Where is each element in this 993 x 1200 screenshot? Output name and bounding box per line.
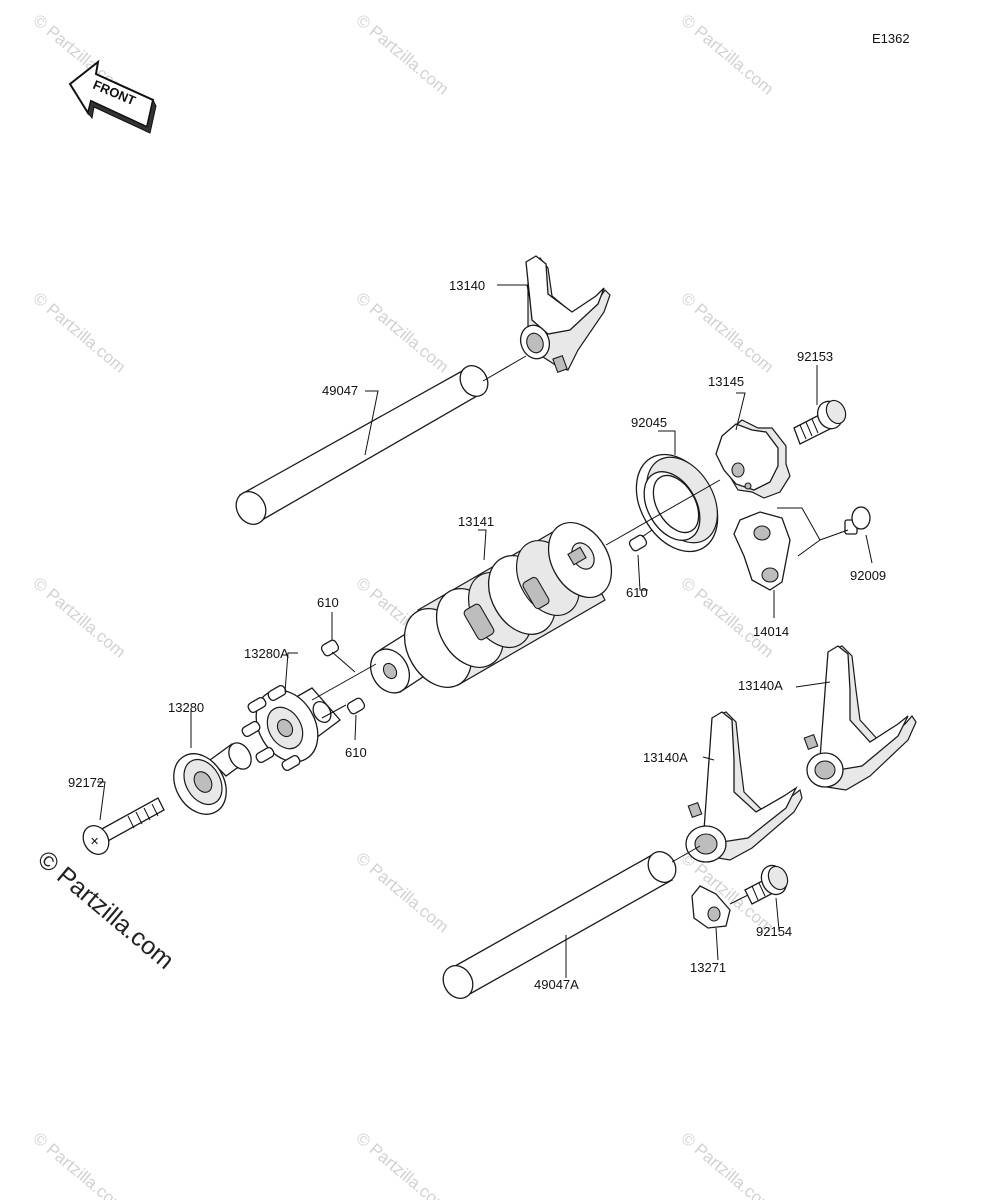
front-arrow-icon: FRONT <box>68 59 157 134</box>
watermark: © Partzilla.com <box>677 11 777 99</box>
watermarks: © Partzilla.com © Partzilla.com © Partzi… <box>29 11 777 1200</box>
label-13141[interactable]: 13141 <box>458 514 494 529</box>
dowel-pin-610a[interactable] <box>320 639 340 657</box>
label-49047[interactable]: 49047 <box>322 383 358 398</box>
plate-14014[interactable] <box>733 511 791 591</box>
label-13280A[interactable]: 13280A <box>244 646 289 661</box>
label-92009[interactable]: 92009 <box>850 568 886 583</box>
diagram-code: E1362 <box>872 31 910 46</box>
label-14014[interactable]: 14014 <box>753 624 789 639</box>
label-610-b[interactable]: 610 <box>626 585 648 600</box>
watermark: © Partzilla.com <box>352 1129 452 1200</box>
watermark: © Partzilla.com <box>29 289 129 377</box>
screw-92172[interactable]: ✕ <box>78 797 165 859</box>
label-13140[interactable]: 13140 <box>449 278 485 293</box>
watermark: © Partzilla.com <box>29 574 129 662</box>
label-49047A[interactable]: 49047A <box>534 977 579 992</box>
label-13140A-left[interactable]: 13140A <box>643 750 688 765</box>
shift-drum-13141[interactable] <box>363 511 624 700</box>
label-13140A-right[interactable]: 13140A <box>738 678 783 693</box>
label-13145[interactable]: 13145 <box>708 374 744 389</box>
plate-13271[interactable] <box>691 885 731 929</box>
screw-92009[interactable] <box>844 506 871 535</box>
shift-drum-cam-13145[interactable] <box>715 419 791 499</box>
svg-text:✕: ✕ <box>90 836 99 848</box>
label-92153[interactable]: 92153 <box>797 349 833 364</box>
dowel-pin-610c[interactable] <box>346 697 366 715</box>
shaft-49047[interactable] <box>230 361 493 530</box>
shift-fork-13140[interactable] <box>516 255 611 373</box>
leader-lines <box>97 284 873 978</box>
watermark-dark: © Partzilla.com <box>32 845 179 975</box>
pin-plate-13280[interactable] <box>163 739 255 824</box>
label-92045[interactable]: 92045 <box>631 415 667 430</box>
watermark: © Partzilla.com <box>677 574 777 662</box>
label-92154[interactable]: 92154 <box>756 924 792 939</box>
label-13280[interactable]: 13280 <box>168 700 204 715</box>
shaft-49047A[interactable] <box>437 847 681 1004</box>
label-610-c[interactable]: 610 <box>345 745 367 760</box>
dowel-pin-610b[interactable] <box>628 534 648 552</box>
part-labels: 13140 49047 13145 92153 92045 13141 610 … <box>68 278 886 992</box>
pin-holder-13280A[interactable] <box>241 679 341 773</box>
label-610-a[interactable]: 610 <box>317 595 339 610</box>
watermark: © Partzilla.com <box>677 289 777 377</box>
bolt-92154[interactable] <box>744 861 791 905</box>
shift-fork-13140A-right[interactable] <box>803 645 917 791</box>
bolt-92153[interactable] <box>793 397 849 445</box>
watermark: © Partzilla.com <box>352 11 452 99</box>
watermark: © Partzilla.com <box>29 1129 129 1200</box>
label-92172[interactable]: 92172 <box>68 775 104 790</box>
watermark: © Partzilla.com <box>352 289 452 377</box>
label-13271[interactable]: 13271 <box>690 960 726 975</box>
watermark: © Partzilla.com <box>352 849 452 937</box>
bearing-92045[interactable] <box>620 440 734 566</box>
watermark: © Partzilla.com <box>677 1129 777 1200</box>
shift-fork-13140A-left[interactable] <box>685 711 803 863</box>
